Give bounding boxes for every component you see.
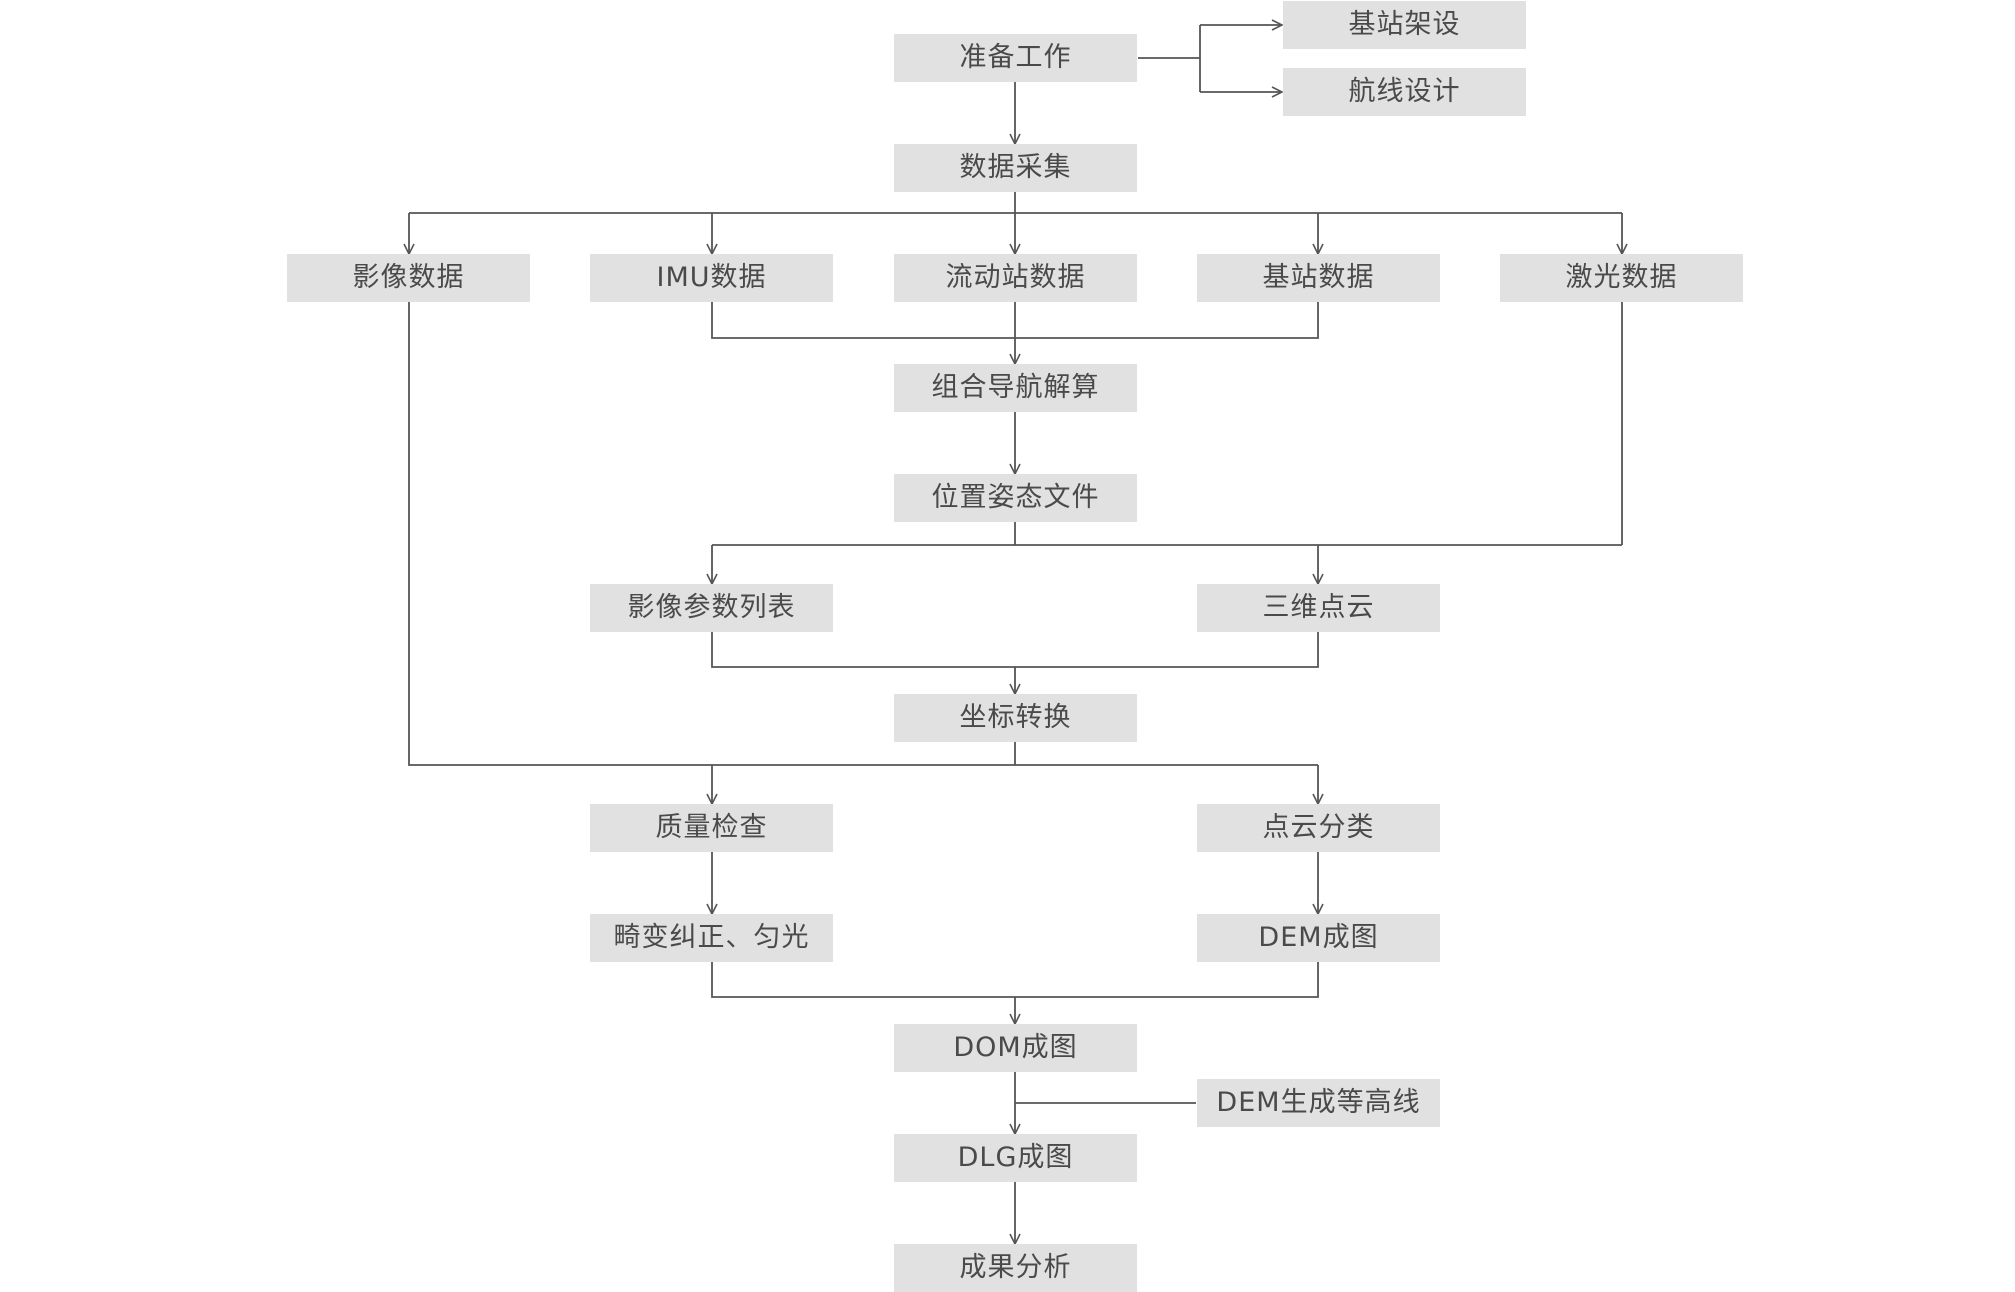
node-result-analysis-label: 成果分析 [959, 1252, 1072, 1283]
node-pose-file: 位置姿态文件 [894, 474, 1137, 522]
node-distortion-fix: 畸变纠正、匀光 [590, 914, 833, 962]
node-dem-contour-label: DEM生成等高线 [1216, 1087, 1421, 1118]
connector-collect-bus [409, 192, 1622, 214]
node-imu-data: IMU数据 [590, 254, 833, 302]
connector-image-long [408, 302, 1318, 766]
node-dlg-map: DLG成图 [894, 1134, 1137, 1182]
node-prep: 准备工作 [894, 34, 1137, 82]
node-nav-solve-label: 组合导航解算 [931, 372, 1100, 403]
node-dlg-map-label: DLG成图 [957, 1142, 1074, 1173]
node-image-data-label: 影像数据 [352, 262, 465, 293]
connector-coord-merge [711, 632, 1319, 668]
node-point-cloud-label: 三维点云 [1262, 592, 1375, 623]
node-result-analysis: 成果分析 [894, 1244, 1137, 1292]
node-route-design-label: 航线设计 [1348, 76, 1461, 107]
node-base-data: 基站数据 [1197, 254, 1440, 302]
node-dom-map-label: DOM成图 [953, 1032, 1078, 1063]
node-base-data-label: 基站数据 [1262, 262, 1375, 293]
node-dem-map: DEM成图 [1197, 914, 1440, 962]
node-quality-check: 质量检查 [590, 804, 833, 852]
node-laser-data: 激光数据 [1500, 254, 1743, 302]
node-nav-solve: 组合导航解算 [894, 364, 1137, 412]
node-image-data: 影像数据 [287, 254, 530, 302]
connector-nav-merge [711, 302, 1319, 339]
node-dom-map: DOM成图 [894, 1024, 1137, 1072]
node-imu-data-label: IMU数据 [656, 262, 767, 293]
node-img-params: 影像参数列表 [590, 584, 833, 632]
node-img-params-label: 影像参数列表 [627, 592, 796, 623]
node-data-collect-label: 数据采集 [959, 152, 1072, 183]
node-coord-transform: 坐标转换 [894, 694, 1137, 742]
node-cloud-classify: 点云分类 [1197, 804, 1440, 852]
node-pose-file-label: 位置姿态文件 [931, 482, 1100, 513]
node-rover-data: 流动站数据 [894, 254, 1137, 302]
node-coord-transform-label: 坐标转换 [959, 702, 1072, 733]
node-quality-check-label: 质量检查 [655, 812, 768, 843]
node-point-cloud: 三维点云 [1197, 584, 1440, 632]
connector-prep-split [1138, 25, 1201, 92]
node-data-collect: 数据采集 [894, 144, 1137, 192]
connector-pose-bus [712, 302, 1623, 546]
node-base-setup: 基站架设 [1283, 1, 1526, 49]
node-laser-data-label: 激光数据 [1565, 262, 1678, 293]
node-dem-contour: DEM生成等高线 [1197, 1079, 1440, 1127]
node-dem-map-label: DEM成图 [1258, 922, 1379, 953]
node-cloud-classify-label: 点云分类 [1262, 812, 1375, 843]
node-distortion-fix-label: 畸变纠正、匀光 [613, 922, 810, 953]
node-base-setup-label: 基站架设 [1348, 9, 1461, 40]
connector-dom-merge [711, 962, 1319, 998]
node-rover-data-label: 流动站数据 [945, 262, 1086, 293]
node-prep-label: 准备工作 [959, 42, 1072, 73]
node-route-design: 航线设计 [1283, 68, 1526, 116]
